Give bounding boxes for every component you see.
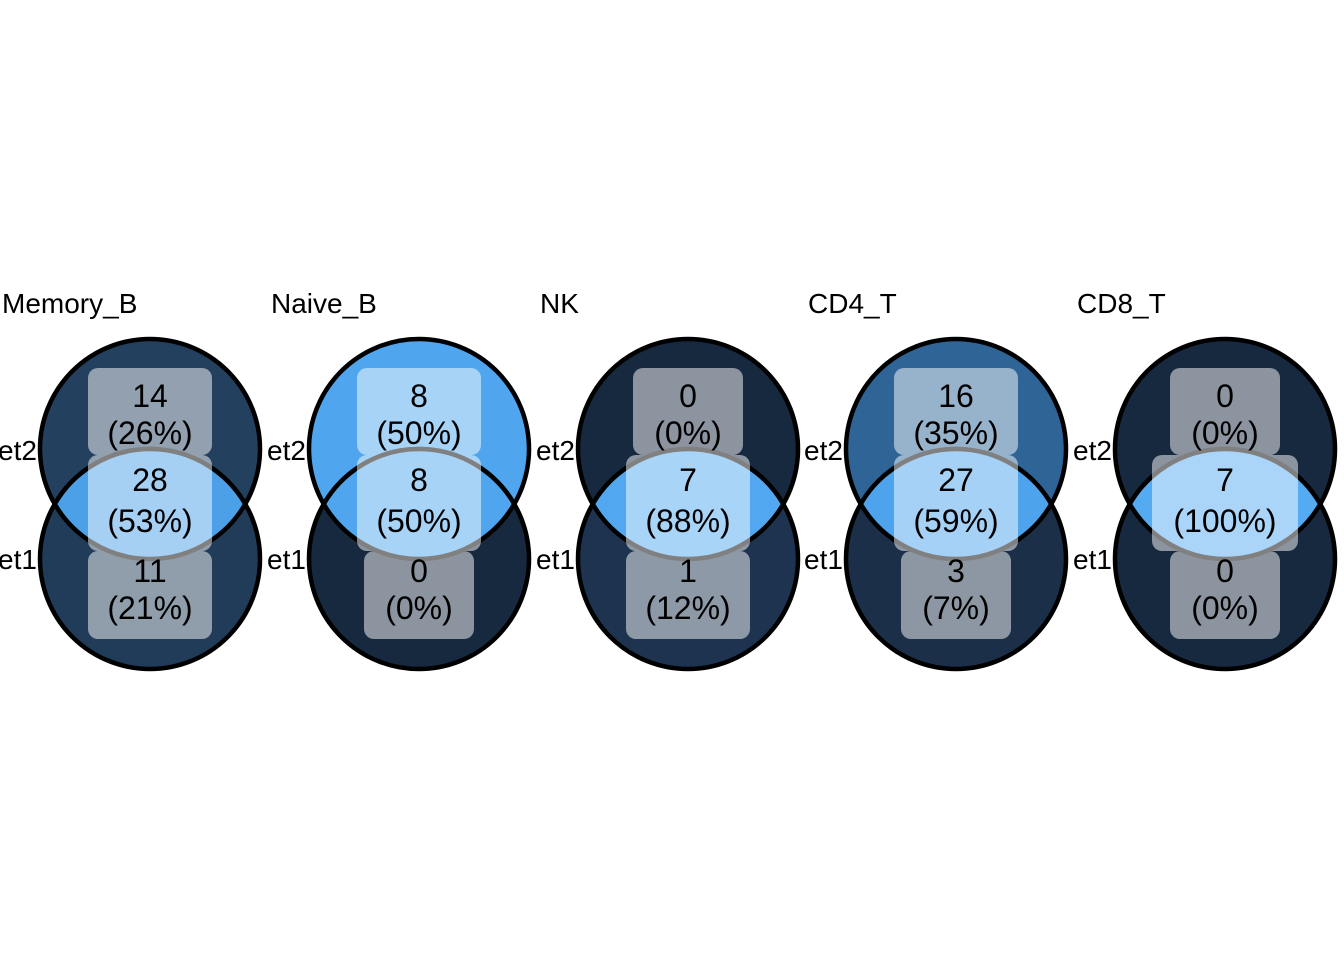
panel-title: Naive_B [271, 288, 377, 319]
set2-percent: (0%) [1191, 415, 1259, 451]
set1-count: 3 [947, 553, 965, 589]
set2-count: 14 [132, 378, 168, 414]
intersection-percent: (100%) [1174, 503, 1277, 539]
set1-label: et1 [1073, 544, 1112, 575]
set1-label-box [901, 551, 1012, 639]
intersection-label-box [894, 455, 1019, 551]
set1-percent: (12%) [645, 590, 730, 626]
set2-count: 8 [410, 378, 428, 414]
intersection-count: 28 [132, 462, 168, 498]
set1-count: 1 [679, 553, 697, 589]
set2-label-box [1170, 368, 1281, 455]
set2-label-box [632, 368, 743, 455]
venn-panel-nk: NK 0 (0%) 7 (88%) 1 (12%) et2 et1 [536, 0, 807, 960]
intersection-percent: (53%) [107, 503, 192, 539]
set2-percent: (0%) [654, 415, 722, 451]
set1-percent: (7%) [923, 590, 991, 626]
set2-label: et2 [267, 435, 306, 466]
venn-panel-cd8-t: CD8_T 0 (0%) 7 (100%) 0 (0%) et2 et1 [1073, 0, 1344, 960]
set2-label-box [88, 368, 212, 455]
set2-label: et2 [804, 435, 843, 466]
set2-label-box [356, 368, 481, 455]
set1-label: et1 [536, 544, 575, 575]
venn-panel-naive-b: Naive_B 8 (50%) 8 (50%) 0 (0%) et2 et1 [267, 0, 538, 960]
set2-label: et2 [1073, 435, 1112, 466]
panel-title: NK [540, 288, 579, 319]
set1-label-box [88, 551, 212, 639]
venn-panel-memory-b: Memory_B 14 (26%) 28 (53%) 11 (21%) et2 … [0, 0, 269, 960]
intersection-label-box [625, 455, 750, 551]
set1-label: et1 [267, 544, 306, 575]
set1-count: 0 [1216, 553, 1234, 589]
set1-label-box [363, 551, 474, 639]
set1-label-box [625, 551, 750, 639]
panel-title: Memory_B [2, 288, 137, 319]
set2-count: 0 [1216, 378, 1234, 414]
intersection-count: 27 [939, 462, 975, 498]
set2-label: et2 [0, 435, 37, 466]
set1-percent: (21%) [107, 590, 192, 626]
panel-title: CD8_T [1077, 288, 1166, 319]
set2-percent: (35%) [914, 415, 999, 451]
set2-label: et2 [536, 435, 575, 466]
intersection-label-box [88, 455, 212, 551]
set1-label: et1 [0, 544, 37, 575]
set1-count: 0 [410, 553, 428, 589]
intersection-label-box [1152, 455, 1299, 551]
set2-label-box [894, 368, 1019, 455]
intersection-label-box [356, 455, 481, 551]
panel-title: CD4_T [808, 288, 897, 319]
set2-count: 0 [679, 378, 697, 414]
intersection-count: 7 [679, 462, 697, 498]
set1-percent: (0%) [1191, 590, 1259, 626]
intersection-count: 7 [1216, 462, 1234, 498]
venn-panel-cd4-t: CD4_T 16 (35%) 27 (59%) 3 (7%) et2 et1 [804, 0, 1075, 960]
intersection-count: 8 [410, 462, 428, 498]
set1-percent: (0%) [385, 590, 453, 626]
set1-label-box [1170, 551, 1281, 639]
set2-percent: (26%) [107, 415, 192, 451]
set2-count: 16 [939, 378, 975, 414]
intersection-percent: (88%) [645, 503, 730, 539]
set2-percent: (50%) [376, 415, 461, 451]
intersection-percent: (50%) [376, 503, 461, 539]
set1-label: et1 [804, 544, 843, 575]
intersection-percent: (59%) [914, 503, 999, 539]
set1-count: 11 [133, 553, 166, 589]
